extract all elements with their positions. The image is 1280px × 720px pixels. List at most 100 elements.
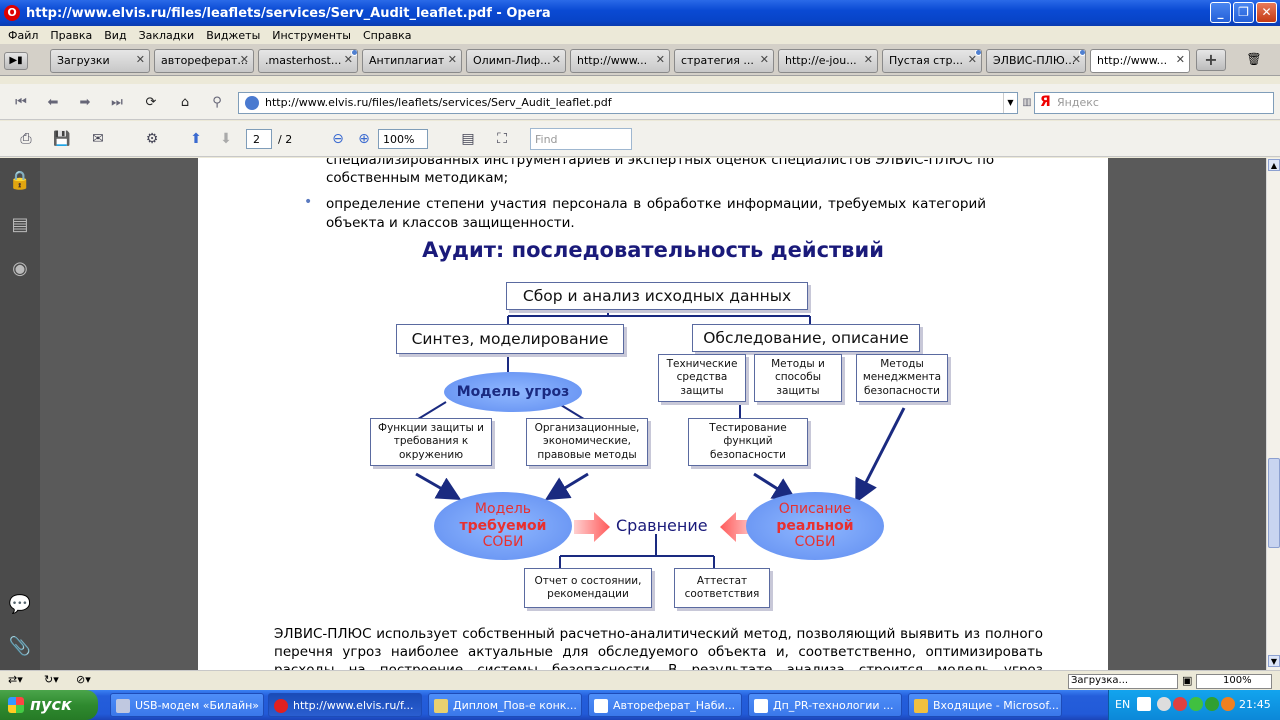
binoculars-icon[interactable]: ◉ bbox=[12, 258, 28, 279]
tab-close-icon[interactable]: ✕ bbox=[1175, 53, 1185, 66]
start-label: пуск bbox=[30, 695, 72, 714]
tab-close-icon[interactable]: ✕ bbox=[551, 53, 561, 66]
forward-icon[interactable]: ➡ bbox=[79, 95, 91, 110]
taskbar-item[interactable]: Диплом_Пов-е конк... bbox=[428, 693, 582, 717]
update-icon[interactable] bbox=[1221, 697, 1235, 711]
address-bar[interactable]: http://www.elvis.ru/files/leaflets/servi… bbox=[238, 92, 1018, 114]
save-icon[interactable]: 💾 bbox=[53, 131, 71, 147]
home-icon[interactable]: ⌂ bbox=[180, 95, 190, 110]
tab-close-icon[interactable]: ✕ bbox=[135, 53, 145, 66]
antivirus-icon[interactable] bbox=[1189, 697, 1203, 711]
tab-item[interactable]: .masterhost...✕ bbox=[258, 49, 358, 73]
taskbar-item[interactable]: Входящие - Microsof... bbox=[908, 693, 1062, 717]
tools-icon[interactable]: ⇄▾ bbox=[8, 673, 23, 686]
network-icon[interactable] bbox=[1157, 697, 1171, 711]
required-model-ellipse: Модель требуемой СОБИ bbox=[434, 492, 572, 560]
menu-bookmarks[interactable]: Закладки bbox=[138, 28, 195, 42]
tab-close-icon[interactable]: ✕ bbox=[655, 53, 665, 66]
taskbar-item-label: USB-модем «Билайн» bbox=[135, 699, 260, 712]
fit-width-icon[interactable]: ⛶ bbox=[497, 131, 507, 147]
zoom-status[interactable]: 100% bbox=[1196, 674, 1272, 689]
threat-model-ellipse: Модель угроз bbox=[444, 372, 582, 412]
comments-icon[interactable]: 💬 bbox=[8, 594, 32, 615]
tab-close-icon[interactable]: ✕ bbox=[447, 53, 457, 66]
taskbar-item[interactable]: Дп_PR-технологии ... bbox=[748, 693, 902, 717]
lock-icon[interactable]: 🔒 bbox=[8, 170, 32, 191]
taskbar-item-active[interactable]: http://www.elvis.ru/f... bbox=[268, 693, 422, 717]
history-icon[interactable]: ▥ bbox=[1022, 97, 1032, 108]
trash-icon[interactable]: 🗑 bbox=[1246, 52, 1262, 66]
menu-tools[interactable]: Инструменты bbox=[272, 28, 351, 42]
help-icon[interactable] bbox=[1137, 697, 1151, 711]
wand-icon[interactable]: ⚲ bbox=[212, 95, 222, 110]
find-input[interactable]: Find bbox=[530, 128, 632, 150]
menu-file[interactable]: Файл bbox=[8, 28, 39, 42]
tab-item[interactable]: стратегия ...✕ bbox=[674, 49, 774, 73]
tab-item[interactable]: Загрузки✕ bbox=[50, 49, 150, 73]
fit-page-icon[interactable]: ▤ bbox=[461, 131, 475, 147]
pages-icon[interactable]: ▤ bbox=[11, 214, 29, 235]
scroll-down-icon[interactable]: ▼ bbox=[1268, 655, 1280, 667]
tab-item[interactable]: автореферат...✕ bbox=[154, 49, 254, 73]
tab-close-icon[interactable]: ✕ bbox=[343, 53, 353, 66]
page-down-icon[interactable]: ⬇ bbox=[220, 131, 232, 147]
settings-icon[interactable]: ⚙ bbox=[145, 131, 159, 147]
start-button[interactable]: пуск bbox=[0, 690, 98, 720]
fast-forward-icon[interactable]: ⏭ bbox=[111, 95, 123, 110]
tab-item[interactable]: http://e-jou...✕ bbox=[778, 49, 878, 73]
page-up-icon[interactable]: ⬆ bbox=[190, 131, 202, 147]
window-titlebar: O http://www.elvis.ru/files/leaflets/ser… bbox=[0, 0, 1280, 26]
menu-help[interactable]: Справка bbox=[362, 28, 412, 42]
pdf-page: специализированных инструментариев и экс… bbox=[198, 158, 1108, 670]
tab-close-icon[interactable]: ✕ bbox=[1071, 53, 1081, 66]
language-indicator[interactable]: EN bbox=[1115, 698, 1131, 711]
zoom-select[interactable]: 100% bbox=[378, 129, 428, 149]
globe-icon bbox=[245, 96, 259, 110]
attachment-icon[interactable]: 📎 bbox=[8, 636, 32, 657]
scrollbar-thumb[interactable] bbox=[1268, 458, 1280, 548]
flower-icon[interactable] bbox=[1205, 697, 1219, 711]
tab-item[interactable]: Антиплагиат✕ bbox=[362, 49, 462, 73]
word-doc-icon bbox=[754, 699, 768, 713]
zoom-out-icon[interactable]: ⊖ bbox=[332, 131, 344, 147]
close-button[interactable]: ✕ bbox=[1256, 2, 1277, 23]
block-icon[interactable]: ⊘▾ bbox=[76, 673, 91, 686]
rewind-icon[interactable]: ⏮ bbox=[15, 95, 27, 110]
page-number-input[interactable]: 2 bbox=[246, 129, 272, 149]
threat-model-label: Модель угроз bbox=[456, 383, 570, 400]
tab-item[interactable]: Пустая стр...✕ bbox=[882, 49, 982, 73]
menu-view[interactable]: Вид bbox=[104, 28, 127, 42]
search-input[interactable]: Я Яндекс bbox=[1034, 92, 1274, 114]
taskbar-item[interactable]: USB-модем «Билайн» bbox=[110, 693, 264, 717]
tab-item[interactable]: ЭЛВИС-ПЛЮ...✕ bbox=[986, 49, 1086, 73]
chevron-down-icon[interactable]: ▼ bbox=[1003, 93, 1017, 113]
scroll-up-icon[interactable]: ▲ bbox=[1268, 159, 1280, 171]
tab-item[interactable]: http://www...✕ bbox=[570, 49, 670, 73]
minimize-button[interactable]: _ bbox=[1210, 2, 1231, 23]
tab-item-active[interactable]: http://www...✕ bbox=[1090, 49, 1190, 73]
reload-icon[interactable]: ⟳ bbox=[145, 95, 157, 110]
share-icon[interactable]: ✉ bbox=[92, 131, 104, 147]
taskbar-item[interactable]: Автореферат_Наби... bbox=[588, 693, 742, 717]
print-icon[interactable]: ⎙ bbox=[20, 131, 32, 147]
menu-edit[interactable]: Правка bbox=[50, 28, 93, 42]
new-tab-button[interactable]: + bbox=[1196, 49, 1226, 71]
taskbar-item-label: http://www.elvis.ru/f... bbox=[293, 699, 414, 712]
testing-box: Тестирование функций безопасности bbox=[688, 418, 808, 466]
vertical-scrollbar[interactable]: ▲ ▼ bbox=[1266, 158, 1280, 670]
speed-icon[interactable]: ↻▾ bbox=[44, 673, 59, 686]
panel-toggle-icon[interactable]: ▶▮ bbox=[4, 52, 28, 70]
tab-close-icon[interactable]: ✕ bbox=[863, 53, 873, 66]
maximize-button[interactable]: ❐ bbox=[1233, 2, 1254, 23]
tab-close-icon[interactable]: ✕ bbox=[239, 53, 249, 66]
tab-close-icon[interactable]: ✕ bbox=[967, 53, 977, 66]
tab-label: Олимп-Лиф... bbox=[473, 54, 551, 67]
view-icon[interactable]: ▣ bbox=[1182, 674, 1193, 687]
menu-widgets[interactable]: Виджеты bbox=[206, 28, 261, 42]
opera-tray-icon[interactable] bbox=[1173, 697, 1187, 711]
diagram-title: Аудит: последовательность действий bbox=[422, 238, 884, 262]
tab-item[interactable]: Олимп-Лиф...✕ bbox=[466, 49, 566, 73]
back-icon[interactable]: ⬅ bbox=[47, 95, 59, 110]
zoom-in-icon[interactable]: ⊕ bbox=[358, 131, 370, 147]
tab-close-icon[interactable]: ✕ bbox=[759, 53, 769, 66]
